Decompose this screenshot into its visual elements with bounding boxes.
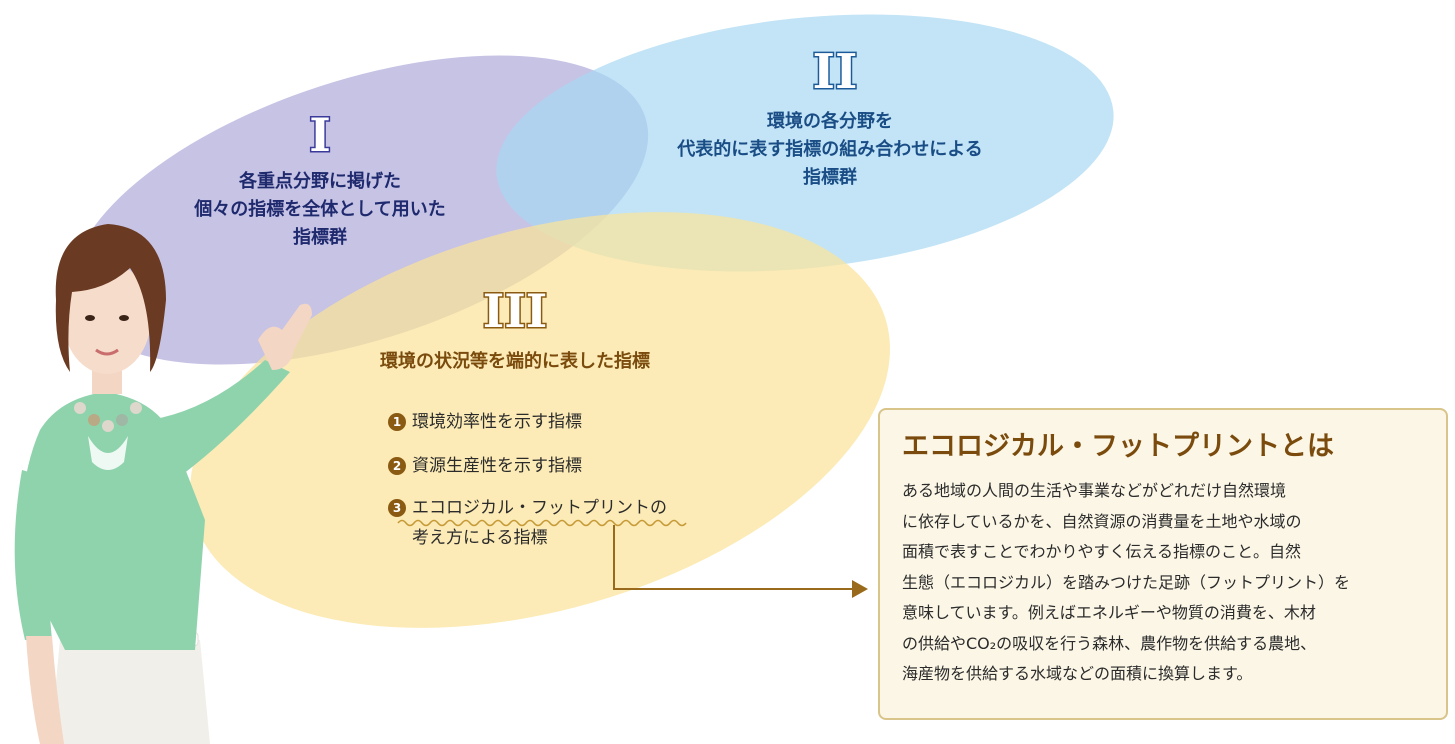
group-1-line: 各重点分野に掲げた xyxy=(239,171,401,192)
info-box-line: 面積で表すことでわかりやすく伝える指標のこと。自然 xyxy=(902,542,1302,561)
info-box-line: 意味しています。例えばエネルギーや物質の消費を、木材 xyxy=(902,603,1316,622)
group-1-line: 指標群 xyxy=(293,227,347,248)
info-box-line: 生態（エコロジカル）を踏みつけた足跡（フットプリント）を xyxy=(902,572,1351,592)
info-box-line: に依存しているかを、自然資源の消費量を土地や水域の xyxy=(902,511,1302,531)
group-2-line: 指標群 xyxy=(803,167,857,188)
item-text: エコロジカル・フットプリントの xyxy=(412,498,667,518)
info-box-line: ある地域の人間の生活や事業などがどれだけ自然環境 xyxy=(902,481,1287,500)
info-box-body: ある地域の人間の生活や事業などがどれだけ自然環境 に依存しているかを、自然資源の… xyxy=(902,476,1432,690)
group-2-line: 環境の各分野を xyxy=(767,111,893,132)
info-box-line: の供給やCO₂の吸収を行う森林、農作物を供給する農地、 xyxy=(902,633,1317,653)
connector-arrowhead-icon xyxy=(852,580,868,598)
group-3-item: 1 環境効率性を示す指標 xyxy=(388,410,582,434)
info-box-title: エコロジカル・フットプリントとは xyxy=(902,431,1334,462)
info-box-line: 海産物を供給する水域などの面積に換算します。 xyxy=(902,664,1253,683)
item-text: 資源生産性を示す指標 xyxy=(412,456,582,476)
item-number-badge: 3 xyxy=(388,499,406,517)
group-1-description: 各重点分野に掲げた 個々の指標を全体として用いた 指標群 xyxy=(140,168,500,252)
group-3-numeral: III xyxy=(481,284,549,338)
item-3-wavy-underline xyxy=(397,519,687,527)
group-2-description: 環境の各分野を 代表的に表す指標の組み合わせによる 指標群 xyxy=(620,108,1040,192)
item-number-badge: 2 xyxy=(388,457,406,475)
item-text: 環境効率性を示す指標 xyxy=(412,412,582,432)
group-3-ellipse xyxy=(190,212,890,628)
group-3-item: 3 エコロジカル・フットプリントの xyxy=(388,496,667,520)
group-2-ellipse xyxy=(496,14,1114,272)
group-3-title: 環境の状況等を端的に表した指標 xyxy=(380,351,650,372)
presenter-woman-illustration xyxy=(14,224,312,744)
ecological-footprint-info-box: エコロジカル・フットプリントとは ある地域の人間の生活や事業などがどれだけ自然環… xyxy=(878,408,1448,720)
group-2-numeral: II xyxy=(811,44,859,100)
connector-line xyxy=(613,525,852,590)
group-2-line: 代表的に表す指標の組み合わせによる xyxy=(677,139,983,160)
item-number-badge: 1 xyxy=(388,413,406,431)
group-3-item: 2 資源生産性を示す指標 xyxy=(388,454,582,478)
item-text-continued: 考え方による指標 xyxy=(412,528,548,548)
group-1-line: 個々の指標を全体として用いた xyxy=(194,199,446,220)
group-1-numeral: I xyxy=(308,108,333,162)
